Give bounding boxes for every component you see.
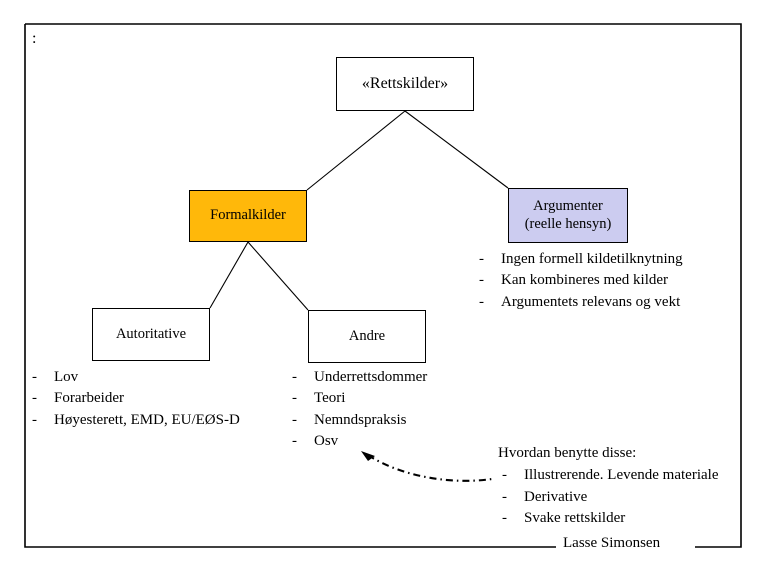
list-item-label: Derivative — [524, 488, 588, 505]
list-howto: - Illustrerende. Levende materiale - Der… — [502, 465, 718, 529]
list-item: - Lov — [32, 367, 240, 388]
bullet-mark-icon: - — [32, 390, 37, 407]
node-argumenter[interactable]: Argumenter (reelle hensyn) — [508, 188, 628, 243]
bullet-mark-icon: - — [502, 467, 507, 484]
list-item-label: Underrettsdommer — [314, 369, 428, 385]
node-rettskilder-label: «Rettskilder» — [361, 74, 449, 92]
node-autoritative[interactable]: Autoritative — [92, 308, 210, 361]
bullet-mark-icon: - — [32, 411, 37, 428]
list-item-label: Nemndspraksis — [314, 411, 407, 428]
list-item: - Teori — [292, 388, 427, 409]
node-andre[interactable]: Andre — [308, 310, 426, 363]
node-autoritative-label: Autoritative — [115, 325, 187, 342]
list-autoritative: - Lov - Forarbeider - Høyesterett, EMD, … — [32, 367, 240, 431]
list-item-label: Teori — [314, 390, 346, 407]
list-item-label: Kan kombineres med kilder — [501, 272, 669, 289]
list-item: - Osv — [292, 431, 427, 452]
list-item-label: Lov — [54, 369, 79, 385]
bullet-mark-icon: - — [292, 411, 297, 428]
list-item: - Nemndspraksis — [292, 410, 427, 431]
node-andre-label: Andre — [348, 327, 386, 344]
list-item: - Svake rettskilder — [502, 508, 718, 529]
list-item-label: Høyesterett, EMD, EU/EØS-D — [54, 411, 240, 428]
list-item-label: Illustrerende. Levende materiale — [524, 467, 719, 484]
list-argumenter: - Ingen formell kildetilknytning - Kan k… — [479, 249, 683, 313]
signature-label: Lasse Simonsen — [556, 535, 668, 552]
howto-block: Hvordan benytte disse: - Illustrerende. … — [498, 443, 718, 529]
bullet-mark-icon: - — [32, 369, 37, 385]
bullet-mark-icon: - — [479, 272, 484, 289]
list-item: - Underrettsdommer — [292, 367, 427, 388]
list-item: - Illustrerende. Levende materiale — [502, 465, 718, 486]
howto-heading: Hvordan benytte disse: — [498, 445, 637, 461]
bullet-mark-icon: - — [292, 390, 297, 407]
node-argumenter-label-line2: (reelle hensyn) — [524, 215, 612, 232]
list-item: - Høyesterett, EMD, EU/EØS-D — [32, 410, 240, 431]
node-argumenter-label-line1: Argumenter — [533, 198, 603, 215]
list-item-label: Forarbeider — [54, 390, 124, 407]
list-item: - Ingen formell kildetilknytning — [479, 249, 683, 270]
list-item-label: Ingen formell kildetilknytning — [501, 251, 683, 267]
list-item-label: Argumentets relevans og vekt — [501, 293, 681, 310]
list-item-label: Svake rettskilder — [524, 509, 626, 526]
node-rettskilder[interactable]: «Rettskilder» — [336, 57, 474, 111]
bullet-mark-icon: - — [479, 293, 484, 310]
node-argumenter-label: Argumenter (reelle hensyn) — [525, 198, 612, 232]
top-left-marker: : — [32, 30, 37, 47]
list-item-label: Osv — [314, 432, 339, 449]
bullet-mark-icon: - — [479, 251, 484, 267]
node-formalkilder[interactable]: Formalkilder — [189, 190, 307, 242]
bullet-mark-icon: - — [502, 509, 507, 526]
bullet-mark-icon: - — [292, 432, 297, 449]
list-item: - Derivative — [502, 487, 718, 508]
list-item: - Forarbeider — [32, 388, 240, 409]
node-formalkilder-label: Formalkilder — [210, 207, 286, 224]
list-item: - Argumentets relevans og vekt — [479, 292, 683, 313]
list-item: - Kan kombineres med kilder — [479, 270, 683, 291]
bullet-mark-icon: - — [292, 369, 297, 385]
list-andre: - Underrettsdommer - Teori - Nemndspraks… — [292, 367, 427, 452]
bullet-mark-icon: - — [502, 488, 507, 505]
